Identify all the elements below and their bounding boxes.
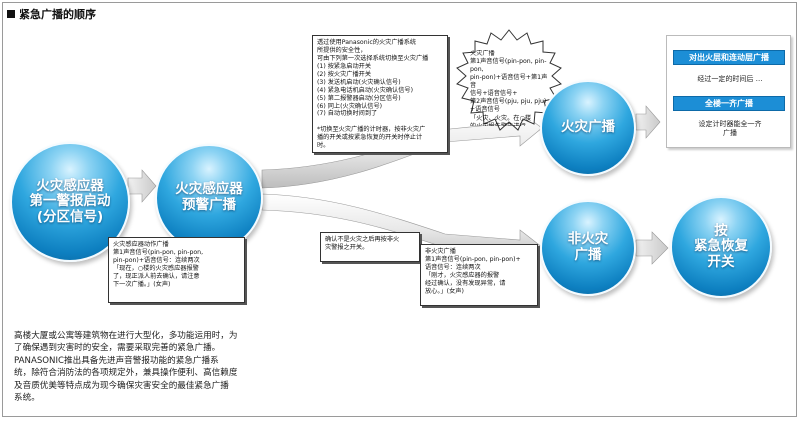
arrow-c3-to-panel: [635, 105, 661, 139]
circle-pre-warning: 火灾感应器 预警广播: [155, 144, 263, 252]
circle-emergency-reset: 按 紧急恢复 开关: [670, 196, 772, 298]
fire-broadcast-panel: 对出火层和连动层广播 经过一定的时间后 … 全楼一齐广播 设定计时器能全一齐 广…: [666, 35, 791, 148]
intro-paragraph: 高楼大厦或公寓等建筑物在进行大型化，多功能运用时，为 了确保遇到灾害时的安全，需…: [14, 331, 238, 404]
circle-emergency-reset-label: 按 紧急恢复 开关: [694, 222, 748, 270]
circle-pre-warning-label: 火灾感应器 预警广播: [175, 181, 243, 213]
bullet-square-icon: [7, 10, 15, 18]
all-building-button: 全楼一齐广播: [673, 96, 785, 111]
circle-nonfire-broadcast: 非火灾 广播: [540, 200, 636, 296]
nonfire-broadcast-note: 非火灾广播 第1声音信号(pin-pon, pin-pon)+ 语音信号：连续两…: [420, 244, 538, 306]
fire-broadcast-note: 火灾广播 第1声音信号(pin-pon, pin-pon, pin-pon)+语…: [470, 50, 548, 126]
circle-fire-broadcast: 火灾广播: [540, 80, 636, 176]
page-title-text: 紧急广播的顺序: [19, 8, 96, 21]
broadcast-floor-button: 对出火层和连动层广播: [673, 50, 785, 65]
confirm-nonfire-note: 确认不是火灾之后再按非火 灾警报之开关。: [320, 232, 420, 262]
timer-setting-text: 设定计时器能全一齐 广播: [698, 120, 762, 138]
arrow-c4-to-c5: [635, 231, 669, 265]
timer-elapsed-text: 经过一定的时间后 …: [697, 75, 763, 83]
circle-first-alarm-label: 火灾感应器 第一警报启动 (分区信号): [29, 177, 111, 225]
diagram-frame: [2, 2, 797, 417]
arrow-c1-to-c2: [127, 169, 157, 203]
switch-conditions-note: 透过使用Panasonic的火灾广播系统 所提供的安全性， 可由下列第一次选择系…: [312, 35, 448, 153]
fire-starburst: [456, 29, 562, 131]
circle-nonfire-broadcast-label: 非火灾 广播: [567, 231, 609, 263]
circle-fire-broadcast-label: 火灾广播: [561, 119, 615, 136]
page-title: 紧急广播的顺序: [7, 6, 96, 22]
pre-warning-note: 火灾感应器动作广播 第1声音信号(pin-pon, pin-pon, pin-p…: [108, 237, 245, 303]
